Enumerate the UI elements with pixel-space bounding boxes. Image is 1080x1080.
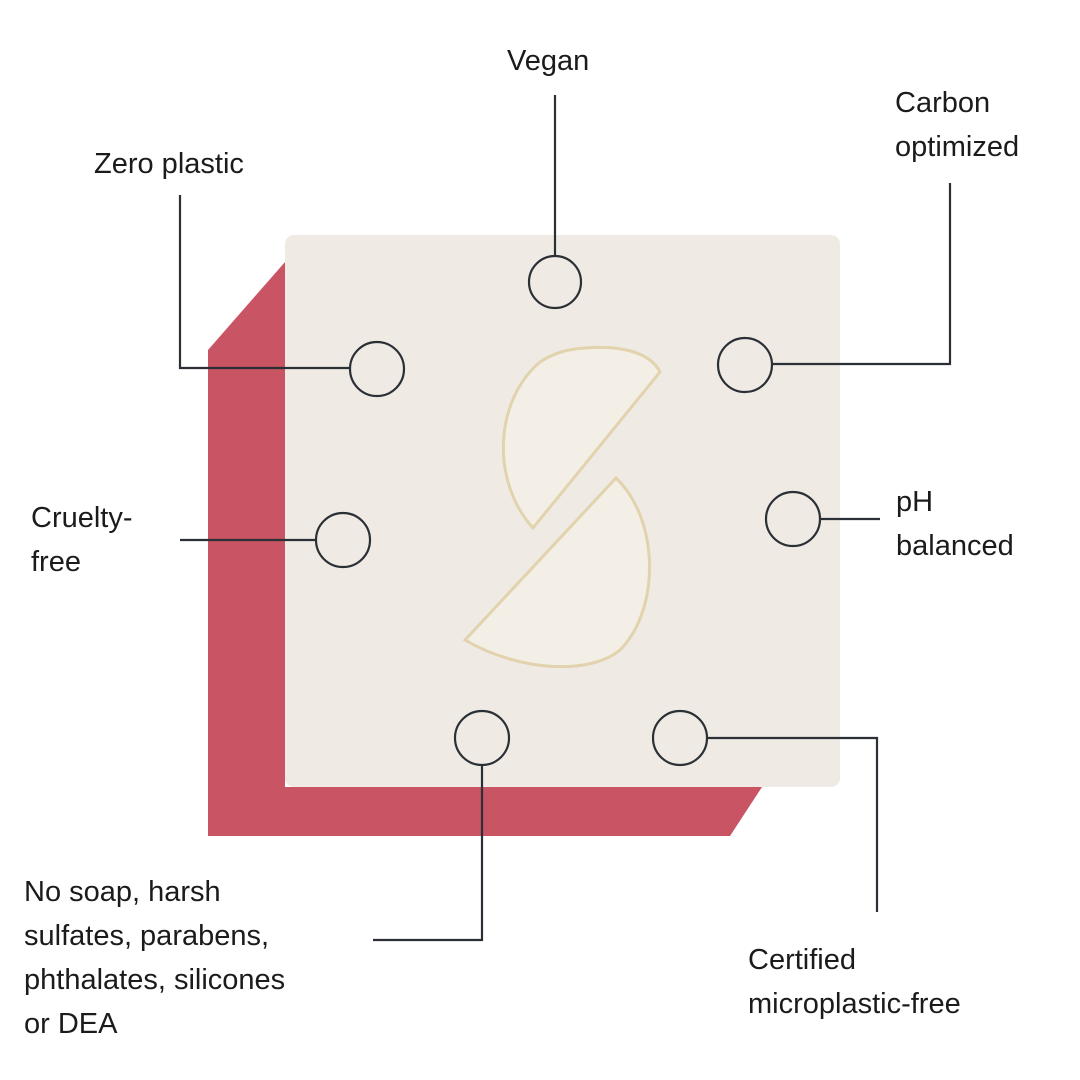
label-cruelty-free: Cruelty- free: [31, 502, 133, 578]
label-zero-plastic: Zero plastic: [94, 148, 244, 180]
callout-lines: [178, 95, 952, 942]
label-vegan: Vegan: [507, 45, 590, 77]
label-microplastic-free: Certified microplastic-free: [748, 944, 961, 1020]
embossed-logo: [462, 345, 662, 669]
label-carbon-optimized: Carbon optimized: [895, 87, 1020, 163]
label-ph-balanced: pH balanced: [896, 486, 1014, 562]
bar-side: [208, 262, 762, 836]
bar-face: [285, 235, 840, 787]
label-no-soap: No soap, harsh sulfates, parabens, phtha…: [24, 876, 286, 1040]
